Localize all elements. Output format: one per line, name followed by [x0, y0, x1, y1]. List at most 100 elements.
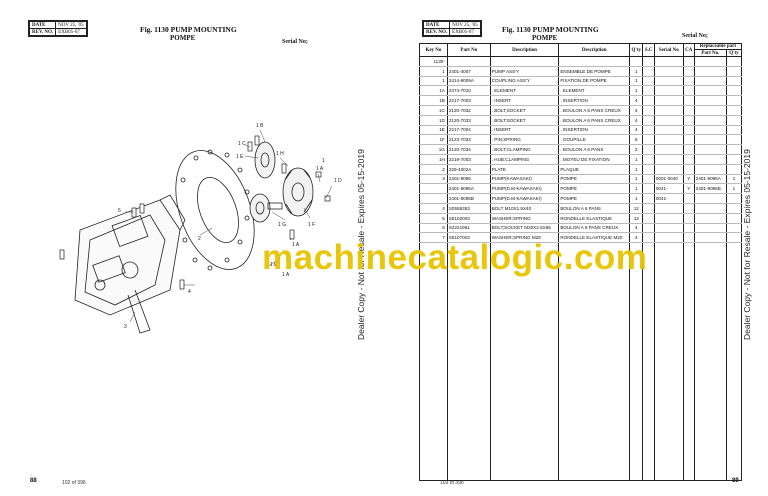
rev-value: EXB05-07 [449, 28, 481, 36]
cell-part-no: 2401-9095A [446, 183, 491, 195]
cell-rp-qty [725, 154, 743, 165]
cell-part-no: 2401-9095B [446, 193, 491, 204]
cell-rp-part-no [693, 134, 727, 146]
cell-ca [682, 213, 695, 224]
cell-description-fr: . BOULON A 6 PANS CREUX [558, 105, 631, 116]
cell-qty [629, 56, 644, 67]
callout-1f: 1 F [308, 222, 315, 228]
callout-1e: 1 E [236, 154, 244, 160]
callout-1b: 1 B [256, 123, 264, 129]
cell-rp-qty [725, 223, 743, 234]
pump-mounting-drawing: 1 B 1 C 1 E 1 H 1 A 1 1 F 1 G 1 D 1 A 5 … [59, 123, 342, 334]
header-serial-no: Serial No [653, 43, 684, 57]
cell-key-no [419, 183, 448, 195]
header-qty: Q'ty [629, 43, 644, 57]
cell-rp-part-no [693, 164, 727, 175]
callout-1a: 1 A [316, 166, 324, 172]
left-serial-label: Serial No; [282, 39, 308, 45]
date-value: NOV 25, '05 [55, 21, 87, 29]
cell-part-no: 2401-4007 [446, 66, 491, 77]
rev-label: REV. NO. [422, 28, 451, 36]
cell-description-fr: PLAQUE [558, 164, 631, 175]
rev-label: REV. NO. [28, 28, 57, 36]
cell-part-no: 229-4002A [446, 164, 491, 175]
callout-2: 2 [198, 236, 201, 242]
cell-key-no: 1D [419, 115, 448, 126]
cell-description-fr: . BOULON A 6 PANS [558, 144, 631, 155]
date-label: DATE [28, 21, 57, 29]
callout-1a-lower: 1 A [292, 242, 300, 248]
watermark: machinecatalogic.com [262, 238, 648, 277]
cell-rp-qty [725, 105, 743, 116]
cell-rp-qty [725, 134, 743, 146]
cell-qty: 1 [629, 66, 644, 77]
cell-description: . INSERT [489, 95, 560, 106]
cell-serial-no [653, 223, 684, 234]
cell-sc [642, 164, 655, 175]
cell-description: . HUB;CLAMPING [489, 154, 560, 165]
cell-part-no: S2221961 [446, 223, 491, 234]
cell-rp-qty: 1 [725, 183, 743, 195]
callout-5: 5 [118, 208, 121, 214]
cell-qty: 4 [629, 115, 644, 126]
right-serial-label: Serial No; [682, 33, 708, 39]
cell-description-fr: POMPE [558, 183, 631, 195]
callout-4: 4 [188, 289, 191, 295]
cell-ca [682, 76, 695, 87]
cell-sc [642, 85, 655, 97]
cell-qty: 1 [629, 85, 644, 97]
cell-serial-no [653, 144, 684, 155]
right-fig-subtitle: POMPE [532, 34, 558, 42]
cell-rp-part-no [693, 95, 727, 106]
cell-serial-no [653, 232, 684, 244]
cell-serial-no [653, 134, 684, 146]
cell-qty: 12 [629, 203, 644, 214]
cell-description: . BOLT;SOCKET [489, 105, 560, 116]
cell-description-fr: BOULON A 6 PANS [558, 203, 631, 214]
cell-key-no: 5 [419, 213, 448, 224]
header-ca: CA [682, 43, 695, 57]
cell-key-no: 1H [419, 154, 448, 165]
cell-qty: 4 [629, 125, 644, 136]
cell-serial-no [653, 115, 684, 126]
cell-rp-part-no [693, 223, 727, 234]
header-replaceable-part: Replaceable part [693, 43, 743, 50]
cell-rp-part-no [693, 115, 727, 126]
cell-serial-no [653, 66, 684, 77]
cell-ca [682, 125, 695, 136]
cell-qty: 4 [629, 95, 644, 106]
right-fig-title: Fig. 1130 PUMP MOUNTING [502, 25, 599, 34]
callout-1a-bottom: 1 A [282, 272, 290, 278]
parts-table: Key No Part No Description Description Q… [419, 43, 743, 482]
bolts [59, 135, 331, 290]
cell-ca: Y [682, 174, 695, 185]
cell-part-no: 2217-7003 [446, 95, 491, 106]
cell-serial-no [653, 76, 684, 87]
cell-key-no: 1130- [419, 56, 448, 67]
cell-qty: 1 [629, 76, 644, 87]
cell-description-fr: POMPE [558, 193, 631, 204]
cell-part-no: 2120-7032 [446, 105, 491, 116]
cell-serial-no [653, 85, 684, 97]
cell-ca [682, 164, 695, 175]
cell-part-no: 2217-7004 [446, 125, 491, 136]
cell-key-no: 1G [419, 144, 448, 155]
cell-serial-no [653, 164, 684, 175]
cell-part-no: 2120-7034 [446, 144, 491, 155]
right-page-of: 103 of 396 [440, 480, 464, 486]
header-key-no: Key No [419, 43, 448, 57]
cell-description: PUMP(D.M-KAWASAKI) [489, 183, 560, 195]
cell-description: PLATE [489, 164, 560, 175]
cell-qty: 1 [629, 183, 644, 195]
cell-serial-no: 0041- [653, 193, 684, 204]
cell-ca [682, 193, 695, 204]
leader-lines [125, 129, 333, 323]
cell-part-no: 2414-9009A [446, 76, 491, 87]
